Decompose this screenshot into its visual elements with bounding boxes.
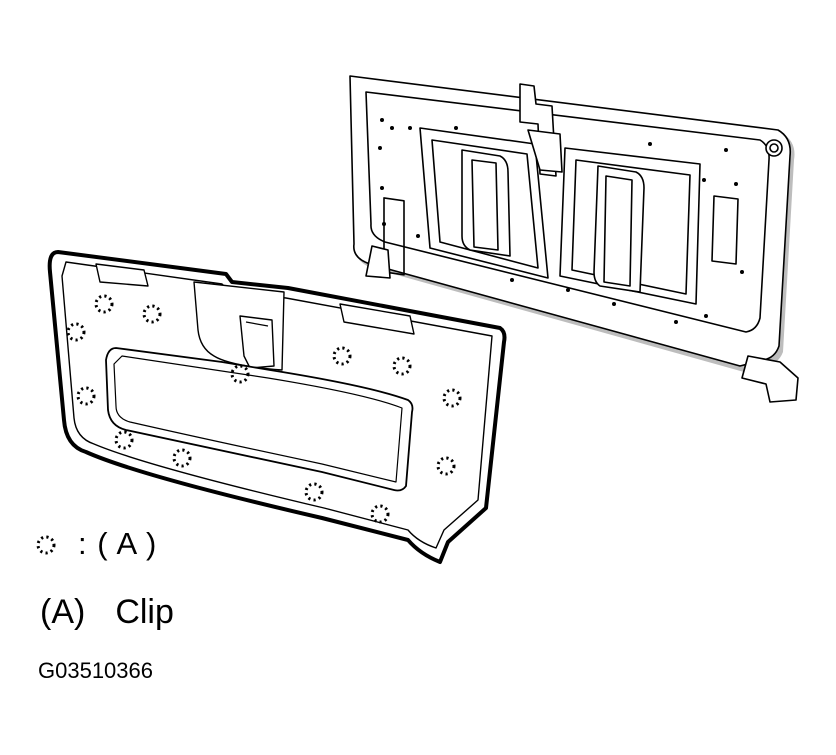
bottom-left-bracket bbox=[365, 245, 391, 279]
clip-marker bbox=[370, 504, 390, 524]
clip-marker bbox=[172, 448, 192, 468]
frame-holes bbox=[378, 118, 744, 324]
clip-marker bbox=[332, 346, 352, 366]
clip-marker bbox=[392, 356, 412, 376]
legend-clip-symbol bbox=[36, 535, 56, 555]
left-top-notch bbox=[95, 263, 149, 287]
left-pocket bbox=[461, 149, 511, 257]
window-opening bbox=[105, 347, 414, 492]
left-slot bbox=[383, 197, 405, 276]
trim-panel bbox=[47, 250, 507, 564]
clip-marker bbox=[442, 388, 462, 408]
clip-marker bbox=[230, 364, 250, 384]
right-pocket bbox=[593, 165, 645, 293]
right-slot bbox=[711, 195, 739, 265]
handle-cup bbox=[239, 315, 275, 369]
clip-marker bbox=[304, 482, 324, 502]
clip-marker bbox=[142, 304, 162, 324]
clip-marker bbox=[76, 386, 96, 406]
trim-panel-rim bbox=[61, 261, 493, 549]
figure-code: G03510366 bbox=[38, 658, 153, 683]
clip-marker bbox=[94, 294, 114, 314]
clip-locations bbox=[36, 294, 462, 555]
legend-entry: (A) Clip bbox=[40, 593, 174, 632]
clip-marker bbox=[66, 322, 86, 342]
bottom-right-bracket bbox=[741, 355, 799, 403]
clip-marker bbox=[436, 456, 456, 476]
legend-entry-text: Clip bbox=[115, 593, 174, 631]
door-frame-panel bbox=[349, 75, 799, 403]
legend-symbol-key: : ( A ) bbox=[78, 526, 158, 561]
legend-entry-letter: (A) bbox=[40, 593, 86, 631]
clip-marker bbox=[114, 430, 134, 450]
right-top-notch bbox=[339, 303, 415, 335]
